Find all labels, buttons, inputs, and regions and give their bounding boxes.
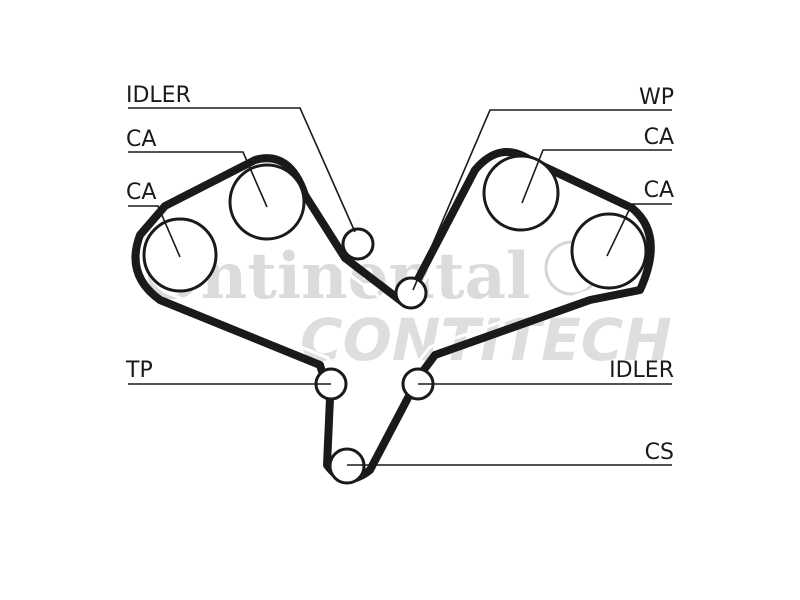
label-tp: TP bbox=[125, 358, 153, 383]
label-cs: CS bbox=[645, 440, 674, 465]
label-idler-bottom: IDLER bbox=[609, 358, 674, 383]
label-idler-top: IDLER bbox=[126, 83, 191, 108]
label-ca-right-1: CA bbox=[644, 125, 674, 150]
idler-pulley-top bbox=[341, 227, 375, 261]
leader-wp bbox=[412, 109, 672, 291]
crankshaft-pulley bbox=[328, 447, 366, 485]
leader-ca-left-1 bbox=[128, 151, 268, 208]
leader-ca-right-1 bbox=[521, 149, 672, 204]
leader-idler-top bbox=[128, 107, 356, 233]
camshaft-pulley-right-upper bbox=[482, 154, 560, 232]
camshaft-pulley-left-upper bbox=[228, 163, 306, 241]
leader-lines bbox=[128, 107, 672, 466]
leader-ca-right-2 bbox=[606, 203, 672, 257]
labels: IDLER CA CA WP CA CA TP IDLER CS bbox=[125, 83, 674, 465]
label-ca-left-2: CA bbox=[126, 180, 156, 205]
water-pump-pulley bbox=[394, 276, 428, 310]
label-wp: WP bbox=[639, 85, 674, 110]
belt-outline bbox=[131, 148, 655, 483]
label-ca-right-2: CA bbox=[644, 178, 674, 203]
leader-ca-left-2 bbox=[128, 205, 181, 258]
label-ca-left-1: CA bbox=[126, 127, 156, 152]
